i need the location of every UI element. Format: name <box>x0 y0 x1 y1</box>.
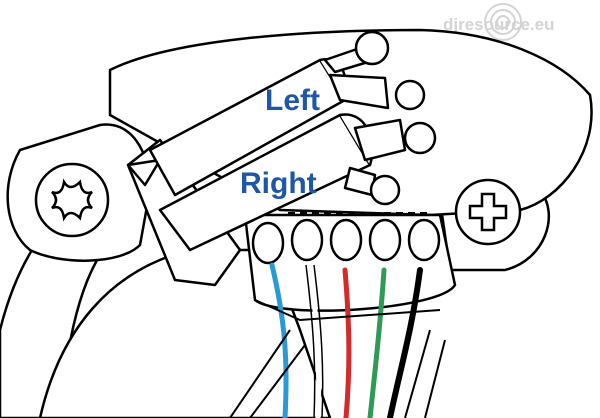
lead-wires <box>269 262 423 418</box>
left-cable-conductor-a <box>328 73 390 110</box>
pin-socket <box>407 218 441 262</box>
wire-black <box>387 267 423 418</box>
left-cable-tip-a <box>394 79 426 111</box>
wire-white <box>307 262 322 418</box>
left-channel-label: Left <box>265 84 320 117</box>
watermark-logo-icon <box>484 3 522 41</box>
right-channel-label: Right <box>240 167 317 200</box>
wire-white-outline-right <box>313 264 324 418</box>
right-screw <box>454 178 522 246</box>
left-cable <box>148 30 426 197</box>
wire-white-outline-left <box>305 264 316 418</box>
pin-socket <box>290 218 324 262</box>
watermark: djresource.eu <box>443 3 555 41</box>
left-screw-head-icon <box>51 178 93 222</box>
left-screw <box>34 162 110 238</box>
lower-wire-bundle-hatching <box>229 299 446 418</box>
wire-green <box>367 267 387 418</box>
watermark-text: djresource.eu <box>443 15 555 34</box>
pin-socket <box>368 218 402 262</box>
pin-socket <box>329 218 363 262</box>
pin-sockets <box>251 218 441 265</box>
right-cable-tip-b <box>369 174 401 206</box>
left-cable-tip-b <box>354 30 390 66</box>
right-cable-tip-a <box>403 121 437 155</box>
right-cable <box>158 113 437 252</box>
wire-red <box>342 267 352 418</box>
right-screw-head-icon <box>468 192 508 232</box>
right-cable-conductor-a <box>353 118 407 162</box>
wire-blue <box>269 262 289 418</box>
pin-socket <box>251 221 285 265</box>
